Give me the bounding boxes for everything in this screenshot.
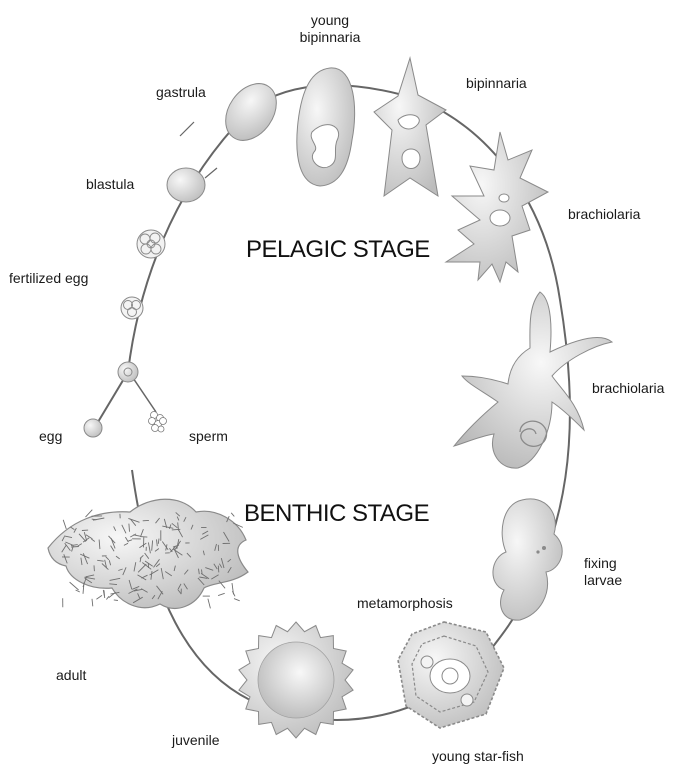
sperm-cluster	[129, 372, 167, 432]
label-egg: egg	[39, 428, 62, 445]
bipinnaria-larva	[374, 58, 446, 196]
blastula-cell	[167, 168, 205, 202]
label-juvenile: juvenile	[172, 732, 219, 749]
zygote	[118, 362, 138, 382]
label-brachiolaria-2: brachiolaria	[592, 380, 664, 397]
label-metamorphosis: metamorphosis	[357, 595, 453, 612]
gastrula-connector	[180, 122, 194, 136]
adult-starfish	[48, 499, 248, 608]
benthic-stage-title: BENTHIC STAGE	[244, 500, 429, 528]
blastula-connector	[205, 168, 217, 178]
label-fixing-larvae-line-2: larvae	[584, 572, 622, 589]
brachiolaria-larva-1	[446, 132, 548, 282]
label-sperm: sperm	[189, 428, 228, 445]
gastrula-organism	[215, 74, 287, 150]
brachiolaria-larva-2	[454, 292, 612, 468]
label-brachiolaria-1: brachiolaria	[568, 206, 640, 223]
label-young-bipinnaria-line-1: young	[280, 12, 380, 29]
label-fertilized-egg: fertilized egg	[9, 270, 88, 287]
label-fixing-larvae: fixing larvae	[584, 555, 622, 589]
label-blastula: blastula	[86, 176, 134, 193]
label-young-bipinnaria-line-2: bipinnaria	[280, 29, 380, 46]
egg-cell	[84, 419, 102, 437]
fertilized-egg-cell	[121, 297, 143, 319]
label-gastrula: gastrula	[156, 84, 206, 101]
label-bipinnaria: bipinnaria	[466, 75, 527, 92]
young-bipinnaria-larva	[297, 68, 355, 186]
morula-cell	[137, 230, 165, 258]
label-fixing-larvae-line-1: fixing	[584, 555, 622, 572]
label-young-bipinnaria: young bipinnaria	[280, 12, 380, 46]
young-starfish	[398, 622, 504, 728]
label-young-starfish: young star-fish	[432, 748, 524, 765]
fixing-larvae	[493, 499, 562, 620]
label-adult: adult	[56, 667, 86, 684]
pelagic-stage-title: PELAGIC STAGE	[246, 236, 430, 264]
